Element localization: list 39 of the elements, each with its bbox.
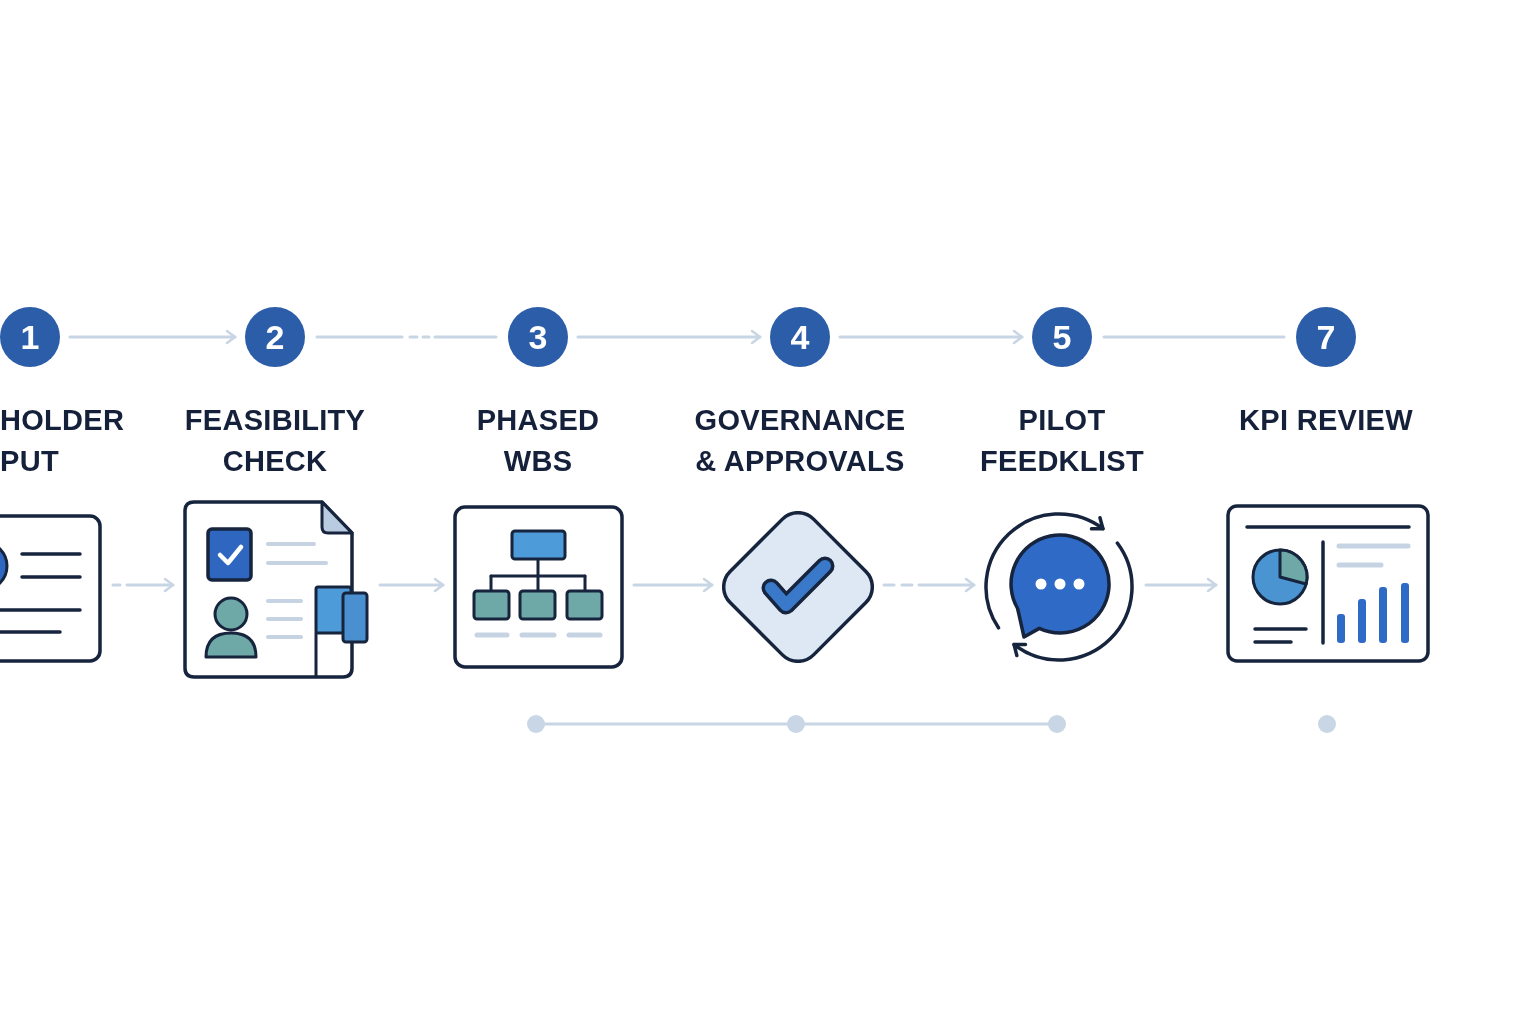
arrow: [378, 577, 445, 593]
chat-cycle-icon: [984, 510, 1136, 664]
timeline-dot: [1048, 715, 1066, 733]
step-circle: [1032, 307, 1092, 367]
timeline-dot: [787, 715, 805, 733]
timeline-line: [803, 722, 1050, 726]
step-title: KPI REVIEW: [1238, 403, 1414, 438]
step-number: 5: [1052, 320, 1072, 354]
step-title: HOLDER PUT: [0, 403, 126, 479]
step-title: GOVERNANCE & APPROVALS: [693, 403, 907, 479]
step-title: PILOT FEEDKLIST: [979, 403, 1145, 479]
step-circle: [0, 307, 60, 367]
connector-line: [315, 335, 498, 339]
timeline-dot: [527, 715, 545, 733]
step-circle: [508, 307, 568, 367]
checklist-document-icon: [183, 500, 370, 680]
arrow: [576, 329, 762, 345]
timeline-line: [543, 722, 789, 726]
step-number: 3: [528, 320, 548, 354]
timeline-dot: [1318, 715, 1336, 733]
step-title: PHASED WBS: [475, 403, 601, 479]
profile-card-icon: [0, 514, 103, 663]
arrow: [111, 577, 175, 593]
step-circle: [770, 307, 830, 367]
arrow: [632, 577, 714, 593]
connector-line: [1102, 335, 1286, 339]
step-number: 2: [265, 320, 285, 354]
arrow: [882, 577, 976, 593]
step-number: 4: [790, 320, 810, 354]
step-circle: [245, 307, 305, 367]
org-chart-icon: [453, 505, 624, 669]
arrow: [838, 329, 1024, 345]
step-number: 1: [20, 320, 40, 354]
arrow: [68, 329, 237, 345]
step-circle: [1296, 307, 1356, 367]
step-title: FEASIBILITY CHECK: [183, 403, 367, 479]
dashboard-chart-icon: [1226, 504, 1430, 663]
arrow: [1144, 577, 1218, 593]
step-number: 7: [1316, 320, 1336, 354]
